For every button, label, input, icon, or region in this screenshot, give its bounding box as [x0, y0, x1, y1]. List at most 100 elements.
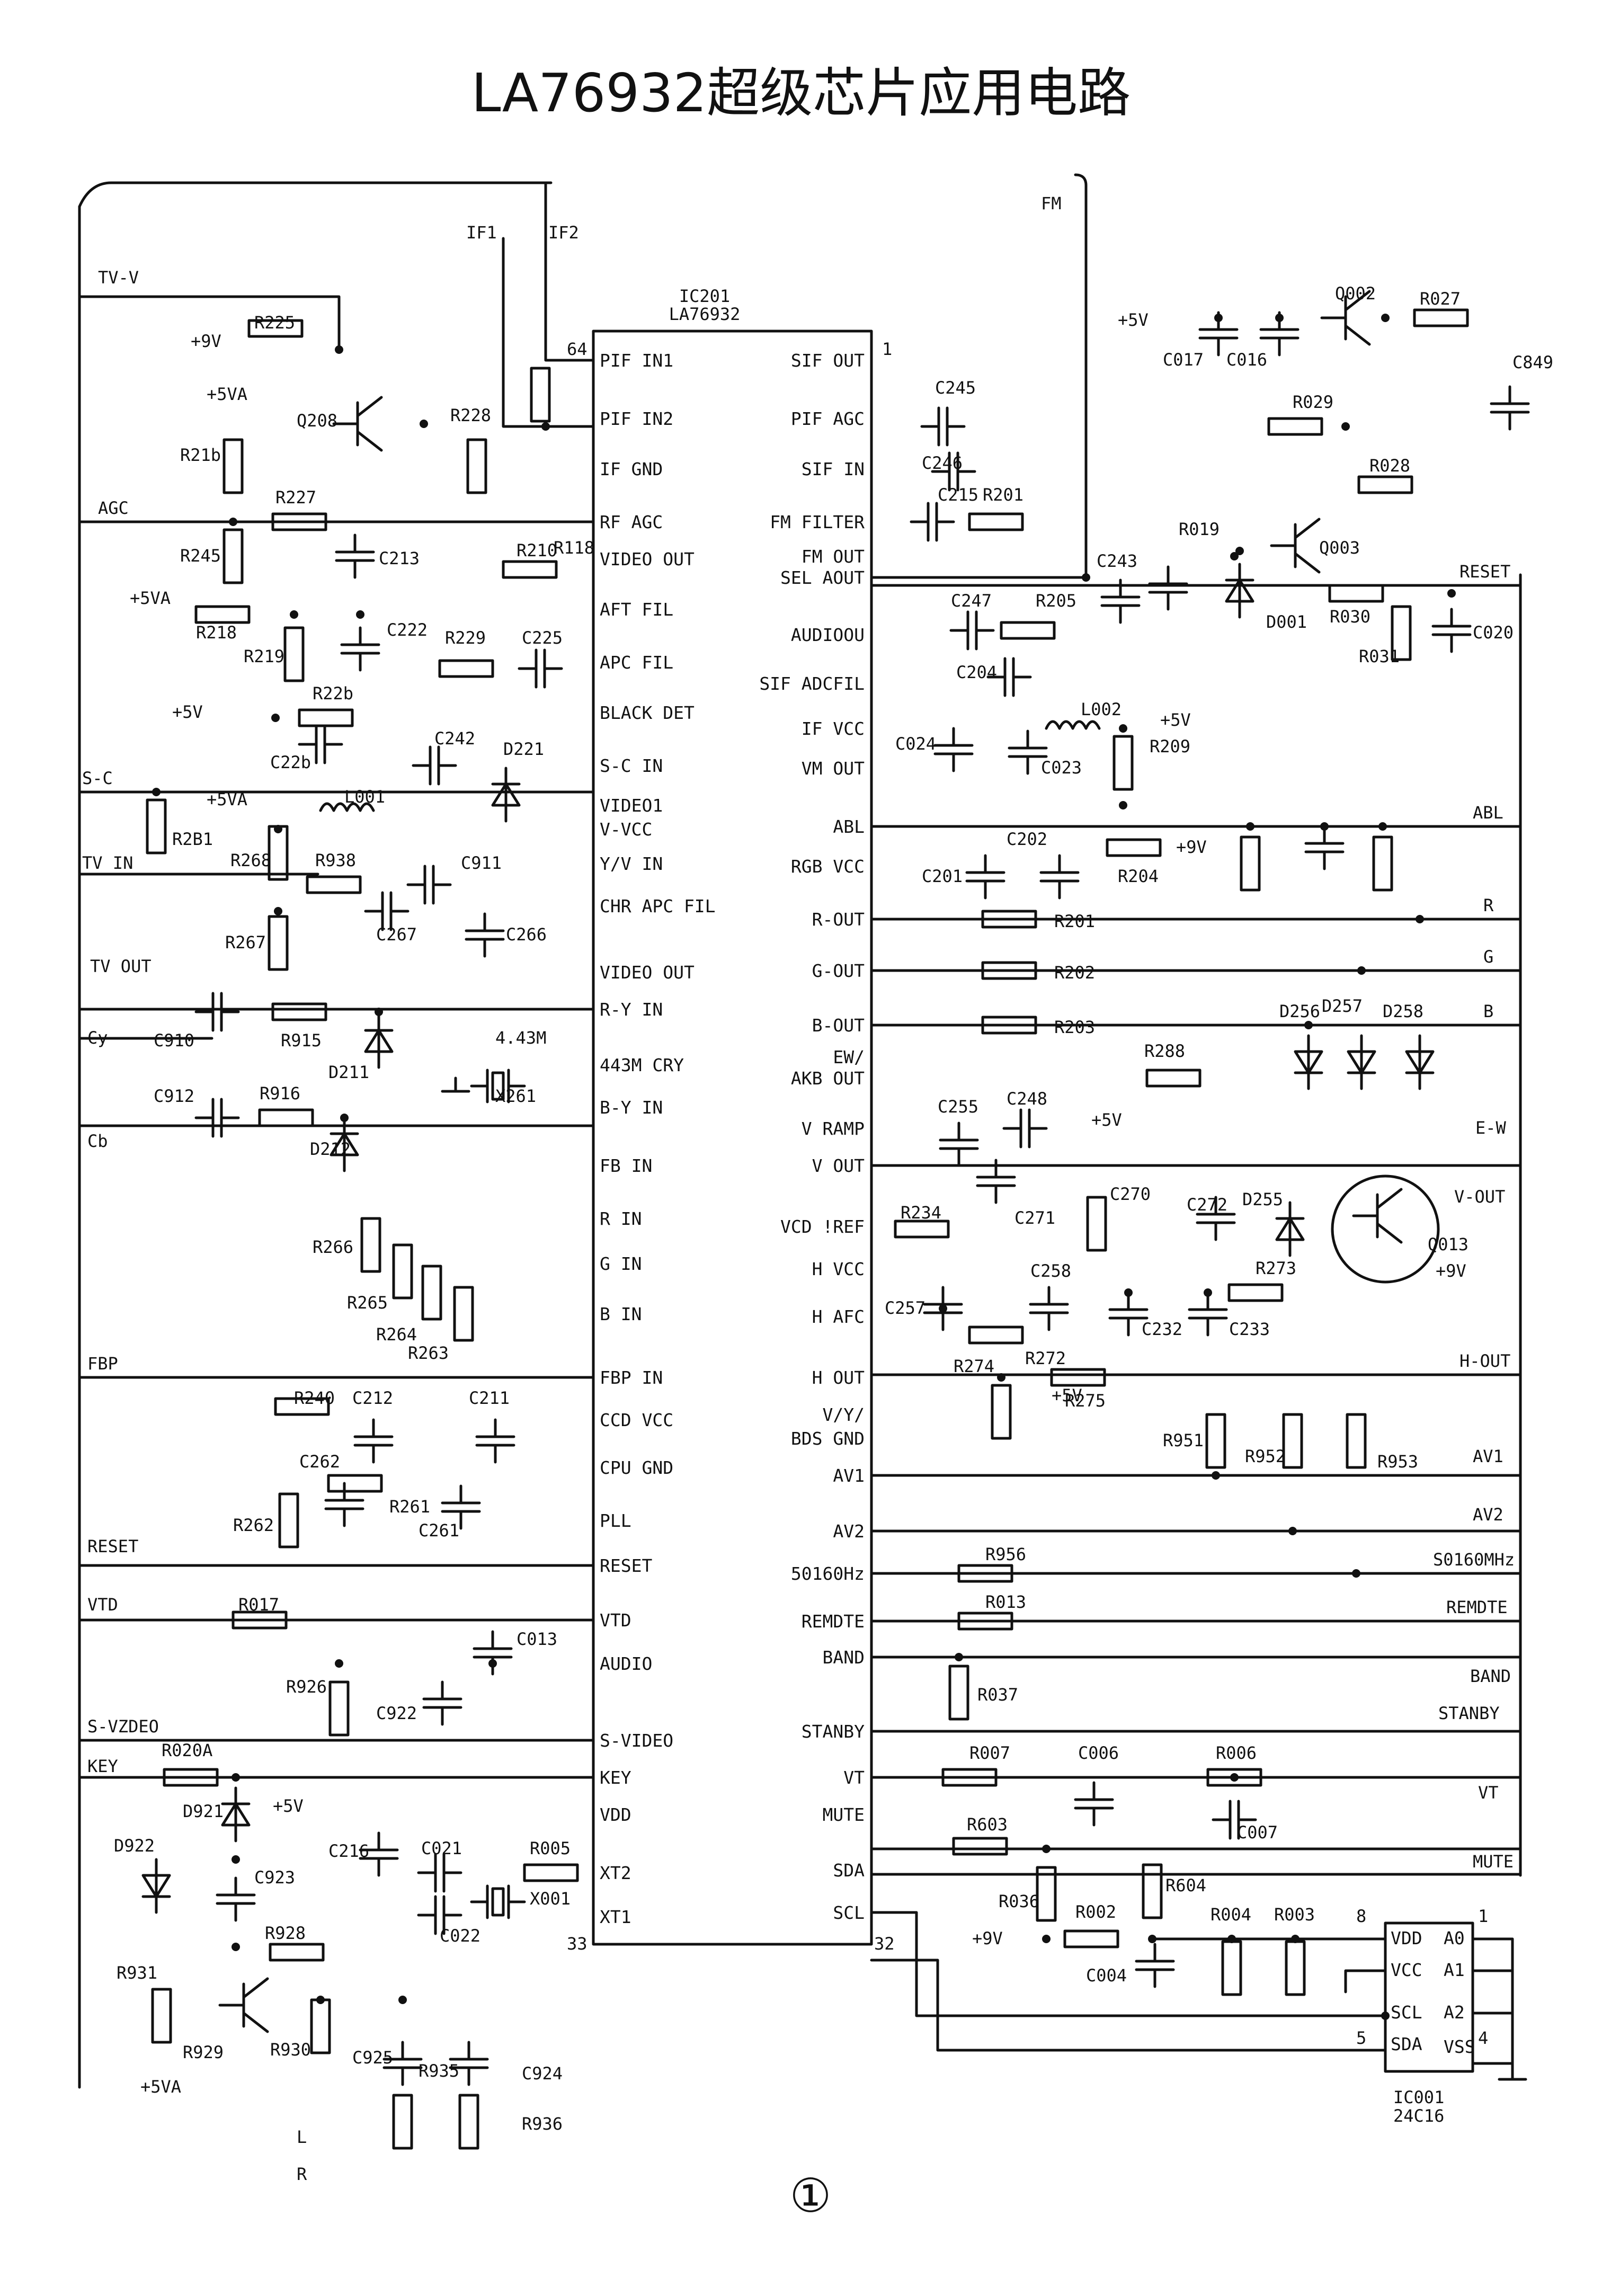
resistor: [1086, 1196, 1107, 1252]
part-label: C261: [419, 1520, 459, 1541]
resistor: [421, 1265, 442, 1321]
junction-dot: [1381, 314, 1390, 322]
transistor: [332, 396, 383, 452]
part-label: C245: [935, 378, 976, 398]
part-label: R007: [969, 1743, 1010, 1763]
ic001-pin-a2: A2: [1444, 2002, 1465, 2023]
part-label: R227: [275, 487, 316, 508]
diode: [330, 1116, 359, 1172]
ic201-right-pin-label: MUTE: [823, 1804, 865, 1825]
ic201-left-pin-label: S-C IN: [600, 755, 663, 776]
crystal: [470, 1884, 526, 1919]
resistor: [981, 1016, 1037, 1035]
ic201-right-pin-label: FM FILTER: [770, 512, 865, 532]
part-label: R202: [1054, 963, 1095, 983]
part-label: D257: [1322, 996, 1363, 1016]
supply-label: +9V: [1176, 837, 1207, 857]
signal-label: R: [1483, 895, 1494, 915]
ic001-eeprom: VDD VCC SCL SDA A0 A1 A2 VSS 8 1 5 4 IC0…: [1153, 1906, 1527, 2126]
part-label: C216: [328, 1841, 369, 1861]
part-label: C202: [1007, 829, 1047, 849]
ic201-left-pin-label: VIDEO OUT: [600, 549, 695, 569]
ic201-right-pin-label: G-OUT: [812, 960, 865, 981]
part-label: C247: [951, 591, 992, 611]
capacitor: [976, 1159, 1016, 1204]
ic201-right-pin-label: REMDTE: [802, 1611, 865, 1632]
part-label: R952: [1245, 1446, 1286, 1466]
part-label: C267: [376, 924, 417, 945]
resistor: [1063, 1929, 1119, 1948]
resistor: [957, 1612, 1013, 1631]
resistor: [271, 512, 327, 531]
ic201-right-pin-label: BAND: [823, 1647, 865, 1668]
signal-label: ABL: [1473, 803, 1503, 823]
supply-label: +9V: [972, 1928, 1003, 1948]
ic001-pin-vss: VSS: [1444, 2036, 1475, 2057]
resistor: [1282, 1413, 1303, 1469]
part-label: C232: [1142, 1319, 1182, 1339]
ic201-body: [592, 330, 873, 1946]
part-label: C911: [461, 853, 502, 873]
capacitor: [382, 2041, 423, 2086]
part-label: D212: [310, 1139, 351, 1159]
part-label: R229: [445, 628, 486, 648]
resistor: [530, 367, 551, 423]
resistor: [1206, 1768, 1262, 1787]
ic201-right-pin-label: AV2: [833, 1521, 865, 1542]
part-label: C925: [352, 2048, 393, 2068]
part-label: R261: [389, 1497, 430, 1517]
junction-dot: [955, 1653, 963, 1661]
part-label: R005: [530, 1838, 571, 1858]
ic201-right-pin-label: PIF AGC: [791, 408, 865, 429]
page-title: LA76932超级芯片应用电路: [471, 62, 1131, 124]
part-label: R031: [1359, 646, 1400, 666]
resistor: [268, 915, 289, 971]
signal-label: E-W: [1475, 1118, 1507, 1138]
junction-dot: [335, 345, 343, 354]
ic201-right-pin-label: B-OUT: [812, 1015, 865, 1036]
ic201-right-pin-label: IF VCC: [802, 718, 865, 739]
part-label: D921: [183, 1801, 224, 1821]
capacitor: [1304, 825, 1345, 870]
signal-label: B: [1483, 1001, 1493, 1021]
ic201-left-pin-label: RF AGC: [600, 512, 663, 532]
part-label: R953: [1377, 1452, 1418, 1472]
resistor: [146, 798, 167, 855]
junction-dot: [1042, 1845, 1051, 1853]
resistor: [392, 2094, 413, 2150]
junction-dots: [152, 314, 1456, 2020]
ic201-right-pin-label: BDS GND: [791, 1428, 865, 1449]
capacitor: [1259, 311, 1300, 357]
part-label: R234: [901, 1203, 941, 1223]
junction-dot: [1227, 1935, 1236, 1943]
part-label: R288: [1144, 1041, 1185, 1061]
part-label: R225: [254, 313, 295, 333]
part-label: 4.43M: [495, 1028, 546, 1048]
capacitor: [422, 1680, 462, 1726]
junction-dot: [1042, 1935, 1051, 1943]
junction-dot: [340, 1114, 349, 1122]
ic201-right-pin-label: AKB OUT: [791, 1068, 865, 1089]
ic201-left-pin-label: CHR APC FIL: [600, 896, 716, 916]
part-label: R201: [983, 485, 1024, 505]
part-label: R262: [233, 1515, 274, 1535]
ic201-left-pin-label: B IN: [600, 1304, 642, 1324]
junction-dot: [232, 1773, 240, 1782]
resistor: [1413, 308, 1469, 327]
capacitor: [986, 657, 1032, 697]
part-label: L001: [344, 787, 385, 807]
capacitor: [518, 648, 563, 689]
part-label: C248: [1007, 1089, 1047, 1109]
part-label: C201: [922, 866, 963, 886]
junction-dot: [1416, 915, 1424, 923]
resistor: [1112, 735, 1134, 791]
junction-dot: [398, 1996, 407, 2004]
ic001-pin-scl: SCL: [1391, 2002, 1422, 2023]
diode: [221, 1786, 251, 1843]
part-label: R956: [985, 1544, 1026, 1564]
part-label: C255: [938, 1097, 978, 1117]
capacitor: [194, 1098, 240, 1138]
ic201-left-pin-label: VTD: [600, 1610, 631, 1631]
part-label: C22b: [270, 752, 311, 772]
